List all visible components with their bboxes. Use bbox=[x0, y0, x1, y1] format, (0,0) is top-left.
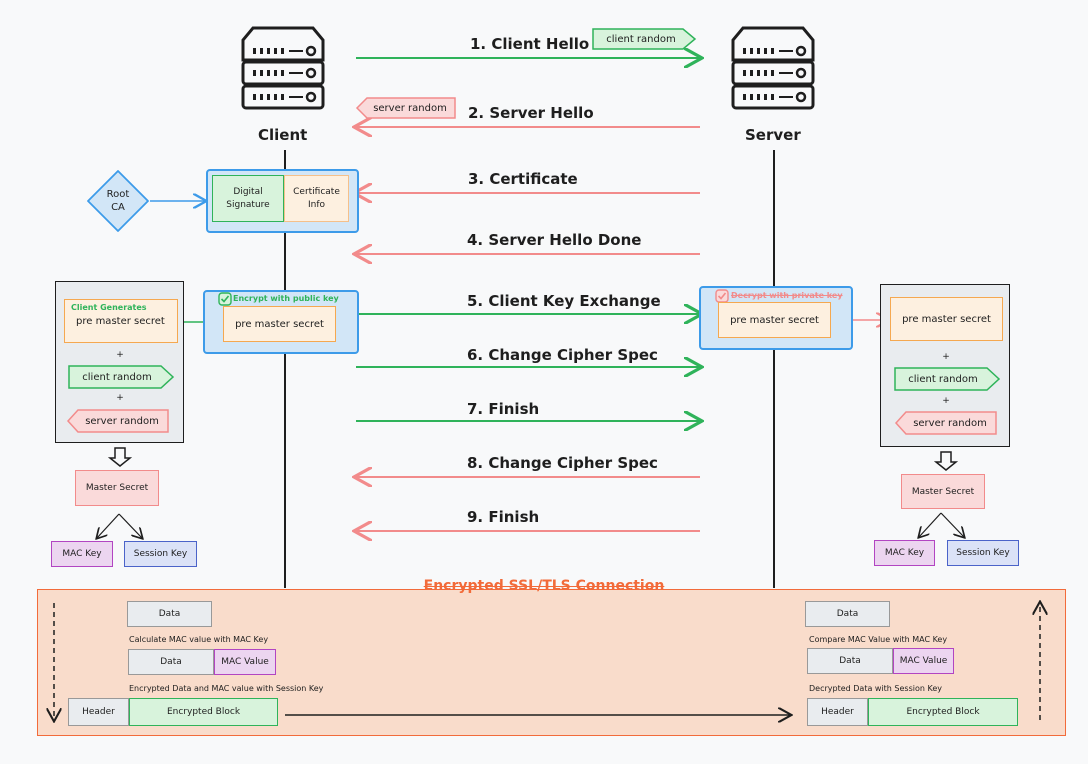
step-7-label: 7. Finish bbox=[467, 400, 540, 418]
step-5-label: 5. Client Key Exchange bbox=[467, 292, 661, 310]
client-generates-label: Client Generates bbox=[71, 303, 147, 312]
right-compare-caption: Compare MAC Value with MAC Key bbox=[809, 635, 948, 644]
root-ca-label: Root CA bbox=[106, 189, 130, 213]
server-random-tag-shape-left bbox=[66, 409, 169, 433]
server-random-right: server random bbox=[913, 417, 987, 429]
right-encrypted-block: Encrypted Block bbox=[868, 698, 1018, 726]
client-generates-box bbox=[64, 299, 178, 343]
split-left-client bbox=[97, 513, 120, 538]
left-enc-caption: Encrypted Data and MAC value with Sessio… bbox=[129, 684, 324, 693]
root-ca-diamond bbox=[87, 170, 149, 232]
encrypted-connection-title: Encrypted SSL/TLS Connection bbox=[423, 578, 665, 594]
server-mac-key: MAC Key bbox=[874, 540, 935, 566]
plus-sign: + bbox=[116, 350, 124, 360]
server-pre-master-box: pre master secret bbox=[718, 302, 831, 338]
client-random-left: client random bbox=[82, 371, 152, 383]
client-session-key: Session Key bbox=[124, 541, 197, 567]
server-panel-premaster: pre master secret bbox=[890, 297, 1003, 341]
check-icon bbox=[715, 289, 729, 303]
plus-sign: + bbox=[116, 393, 124, 403]
client-master-secret: Master Secret bbox=[75, 470, 159, 506]
client-pre-master-box: pre master secret bbox=[223, 306, 336, 342]
client-mac-key: MAC Key bbox=[51, 541, 113, 567]
server-icon bbox=[731, 26, 815, 110]
left-encrypted-block: Encrypted Block bbox=[129, 698, 278, 726]
server-random-tag: server random bbox=[373, 102, 447, 114]
server-master-secret: Master Secret bbox=[901, 474, 985, 509]
right-dec-caption: Decrypted Data with Session Key bbox=[809, 684, 942, 693]
right-mac-value: MAC Value bbox=[893, 648, 954, 674]
server-random-tag-shape-right bbox=[894, 411, 997, 435]
client-random-tag: client random bbox=[606, 33, 676, 45]
server-session-key: Session Key bbox=[947, 540, 1019, 566]
step-1-label: 1. Client Hello bbox=[470, 35, 590, 53]
step-3-label: 3. Certificate bbox=[468, 170, 578, 188]
down-arrow-client bbox=[107, 447, 133, 467]
right-header-box: Header bbox=[807, 698, 868, 726]
server-random-left: server random bbox=[85, 415, 159, 427]
digital-signature-box: Digital Signature bbox=[212, 175, 284, 222]
step-2-label: 2. Server Hello bbox=[468, 104, 594, 122]
left-calc-caption: Calculate MAC value with MAC Key bbox=[129, 635, 269, 644]
step-6-label: 6. Change Cipher Spec bbox=[467, 346, 658, 364]
left-data-box-2: Data bbox=[128, 649, 214, 675]
client-random-right: client random bbox=[908, 373, 978, 385]
check-icon bbox=[218, 292, 232, 306]
step-9-label: 9. Finish bbox=[467, 508, 540, 526]
decrypt-label: Decrypt with private key bbox=[731, 291, 843, 300]
server-random-tag-shape bbox=[355, 97, 456, 119]
plus-sign: + bbox=[942, 352, 950, 362]
step-4-label: 4. Server Hello Done bbox=[467, 231, 642, 249]
split-right-client bbox=[118, 513, 142, 538]
certificate-info-box: Certificate Info bbox=[284, 175, 349, 222]
client-label: Client bbox=[258, 126, 308, 144]
right-data-box-2: Data bbox=[807, 648, 893, 674]
encrypt-label: Encrypt with public key bbox=[233, 294, 339, 303]
client-random-tag-shape bbox=[592, 28, 697, 50]
client-generates-premaster: pre master secret bbox=[76, 316, 165, 327]
down-arrow-server bbox=[933, 451, 959, 471]
split-right-server bbox=[940, 512, 964, 537]
split-left-server bbox=[919, 512, 942, 537]
right-data-box: Data bbox=[805, 601, 890, 627]
client-random-tag-shape-left bbox=[68, 365, 175, 389]
client-server-icon bbox=[241, 26, 325, 110]
server-label: Server bbox=[745, 126, 801, 144]
client-random-tag-shape-right bbox=[894, 367, 1001, 391]
plus-sign: + bbox=[942, 396, 950, 406]
left-data-box: Data bbox=[127, 601, 212, 627]
step-8-label: 8. Change Cipher Spec bbox=[467, 454, 658, 472]
left-mac-value: MAC Value bbox=[214, 649, 276, 675]
left-header-box: Header bbox=[68, 698, 129, 726]
